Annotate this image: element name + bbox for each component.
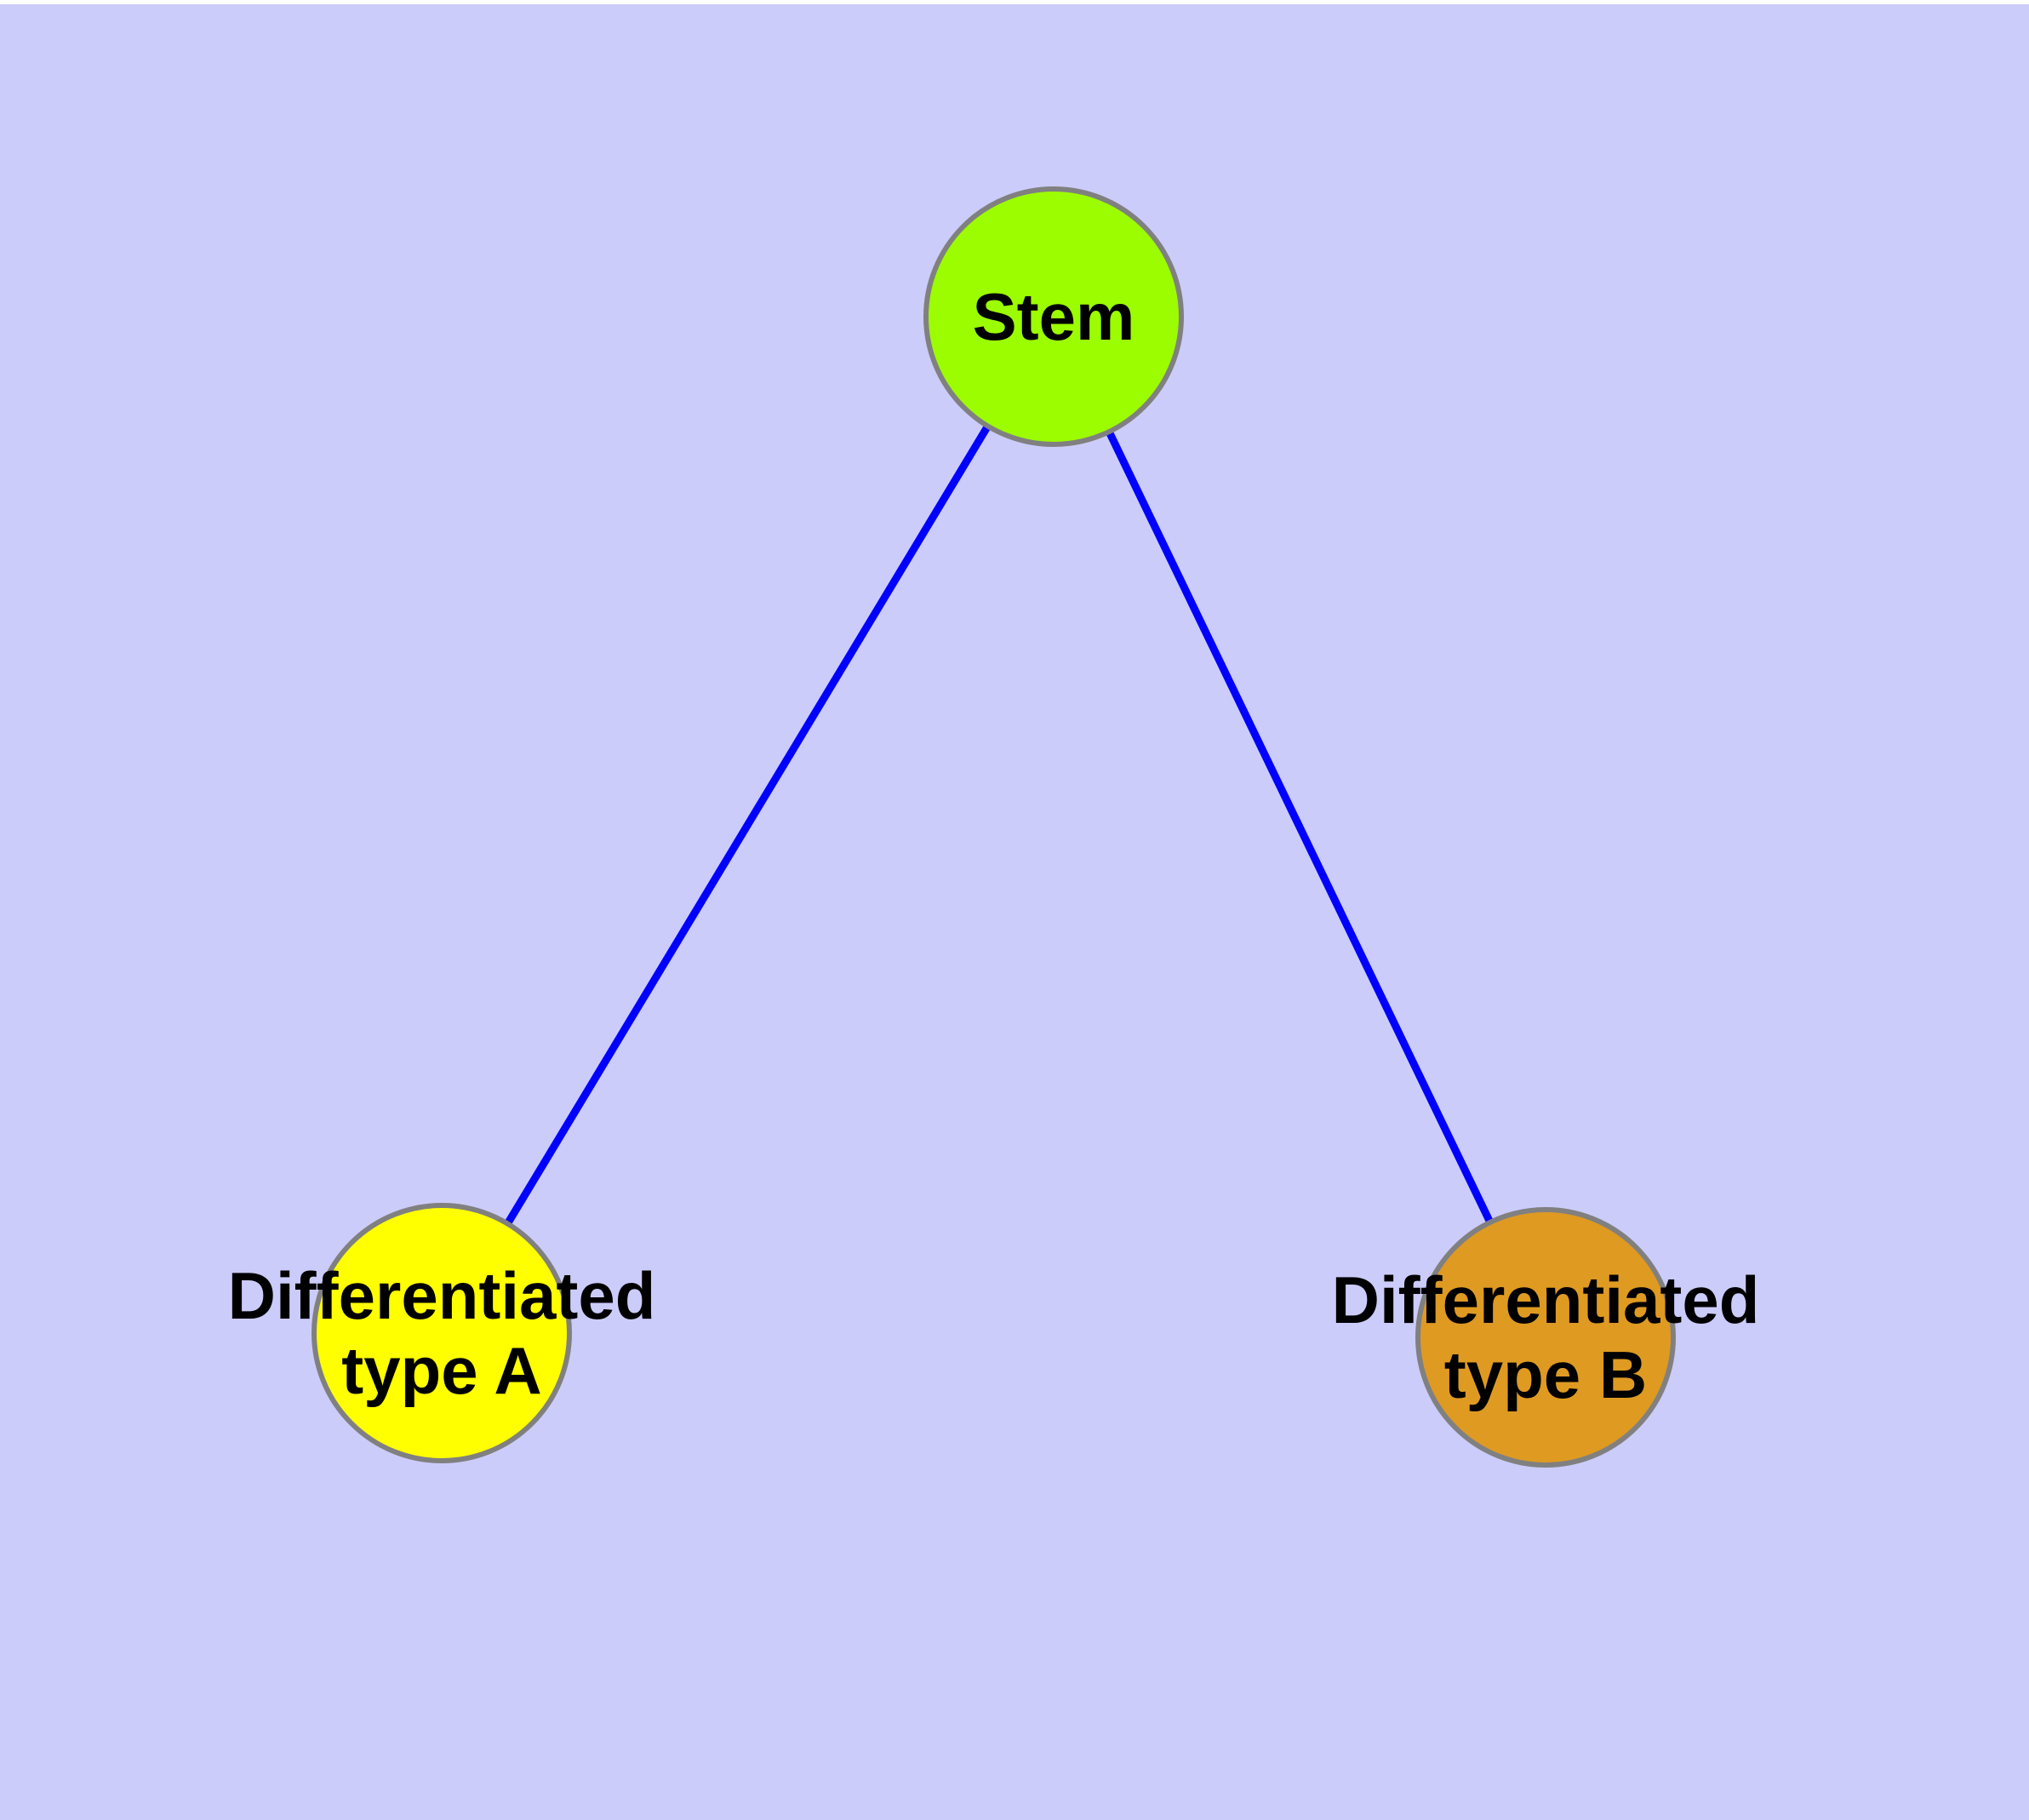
node-differentiated-type-a[interactable] (311, 1203, 572, 1463)
edge-stem-to-differentiated-type-a[interactable] (503, 422, 992, 1228)
plot-background: Stem Differentiated type A Differentiate… (0, 4, 2029, 1820)
edge-stem-to-differentiated-type-b[interactable] (1105, 428, 1495, 1226)
node-differentiated-type-b[interactable] (1415, 1207, 1676, 1468)
node-stem[interactable] (923, 186, 1184, 447)
graph-svg (311, 186, 1676, 1468)
edges-group (503, 422, 1495, 1228)
nodes-group (311, 186, 1676, 1468)
